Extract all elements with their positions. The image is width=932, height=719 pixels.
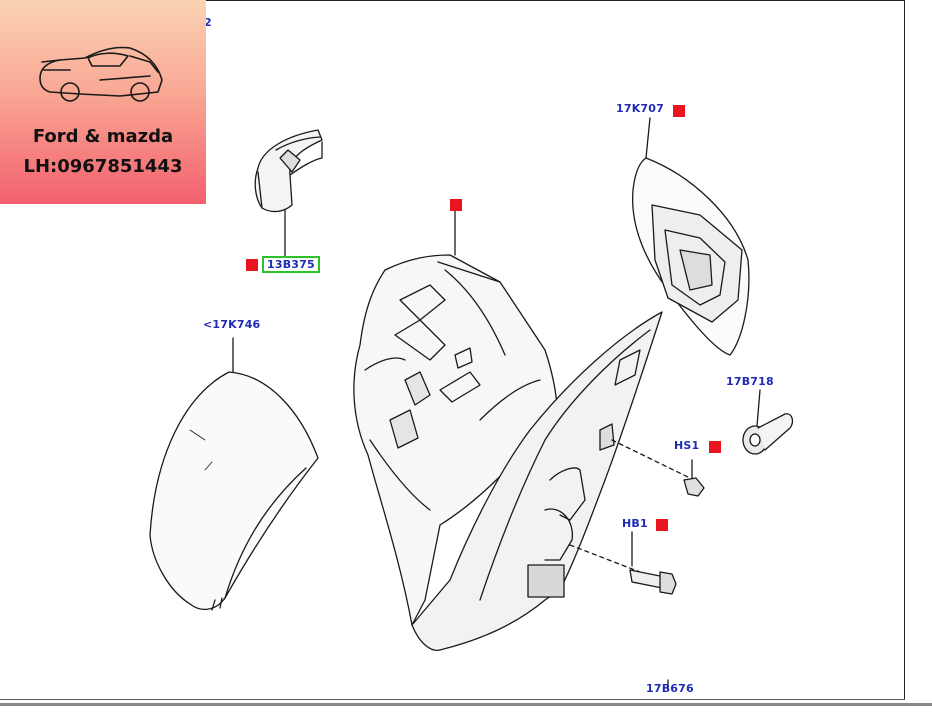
- part-17k707-mirror-glass[interactable]: [631, 157, 750, 356]
- frame-right-border: [904, 0, 905, 700]
- assembly-line-hs1: [611, 439, 691, 479]
- label-17b676[interactable]: 17B676: [646, 682, 694, 695]
- watermark-panel: Ford & mazda LH:0967851443: [0, 0, 206, 204]
- sports-car-logo: [39, 46, 163, 102]
- label-fragment: 2: [204, 16, 212, 29]
- marker-hb1: [656, 519, 668, 531]
- assembly-line-hb1: [569, 544, 641, 573]
- frame-bottom-rule: [0, 703, 932, 706]
- frame-top-border: [205, 0, 905, 1]
- part-13b375-turn-lamp[interactable]: [254, 129, 323, 213]
- watermark-line-2: LH:0967851443: [23, 156, 183, 177]
- label-hb1[interactable]: HB1: [622, 517, 648, 530]
- label-13b375[interactable]: 13B375: [262, 256, 320, 273]
- marker-housing: [450, 199, 462, 211]
- marker-13b375: [246, 259, 258, 271]
- label-hs1[interactable]: HS1: [674, 439, 700, 452]
- leader-17k707: [645, 117, 651, 159]
- label-17k746[interactable]: <17K746: [203, 318, 261, 331]
- marker-17k707: [673, 105, 685, 117]
- label-17b718[interactable]: 17B718: [726, 375, 774, 388]
- part-17b718-grommet[interactable]: [742, 389, 794, 455]
- part-17b676-base[interactable]: [411, 311, 663, 651]
- frame-bottom-border: [0, 699, 905, 700]
- part-17k746-cover[interactable]: [149, 371, 319, 611]
- marker-hs1: [709, 441, 721, 453]
- part-hb1-bolt[interactable]: [629, 531, 677, 595]
- part-hs1-screw[interactable]: [683, 459, 705, 497]
- part-mirror-housing[interactable]: [353, 254, 558, 626]
- label-17k707[interactable]: 17K707: [616, 102, 664, 115]
- watermark-line-1: Ford & mazda: [32, 126, 174, 147]
